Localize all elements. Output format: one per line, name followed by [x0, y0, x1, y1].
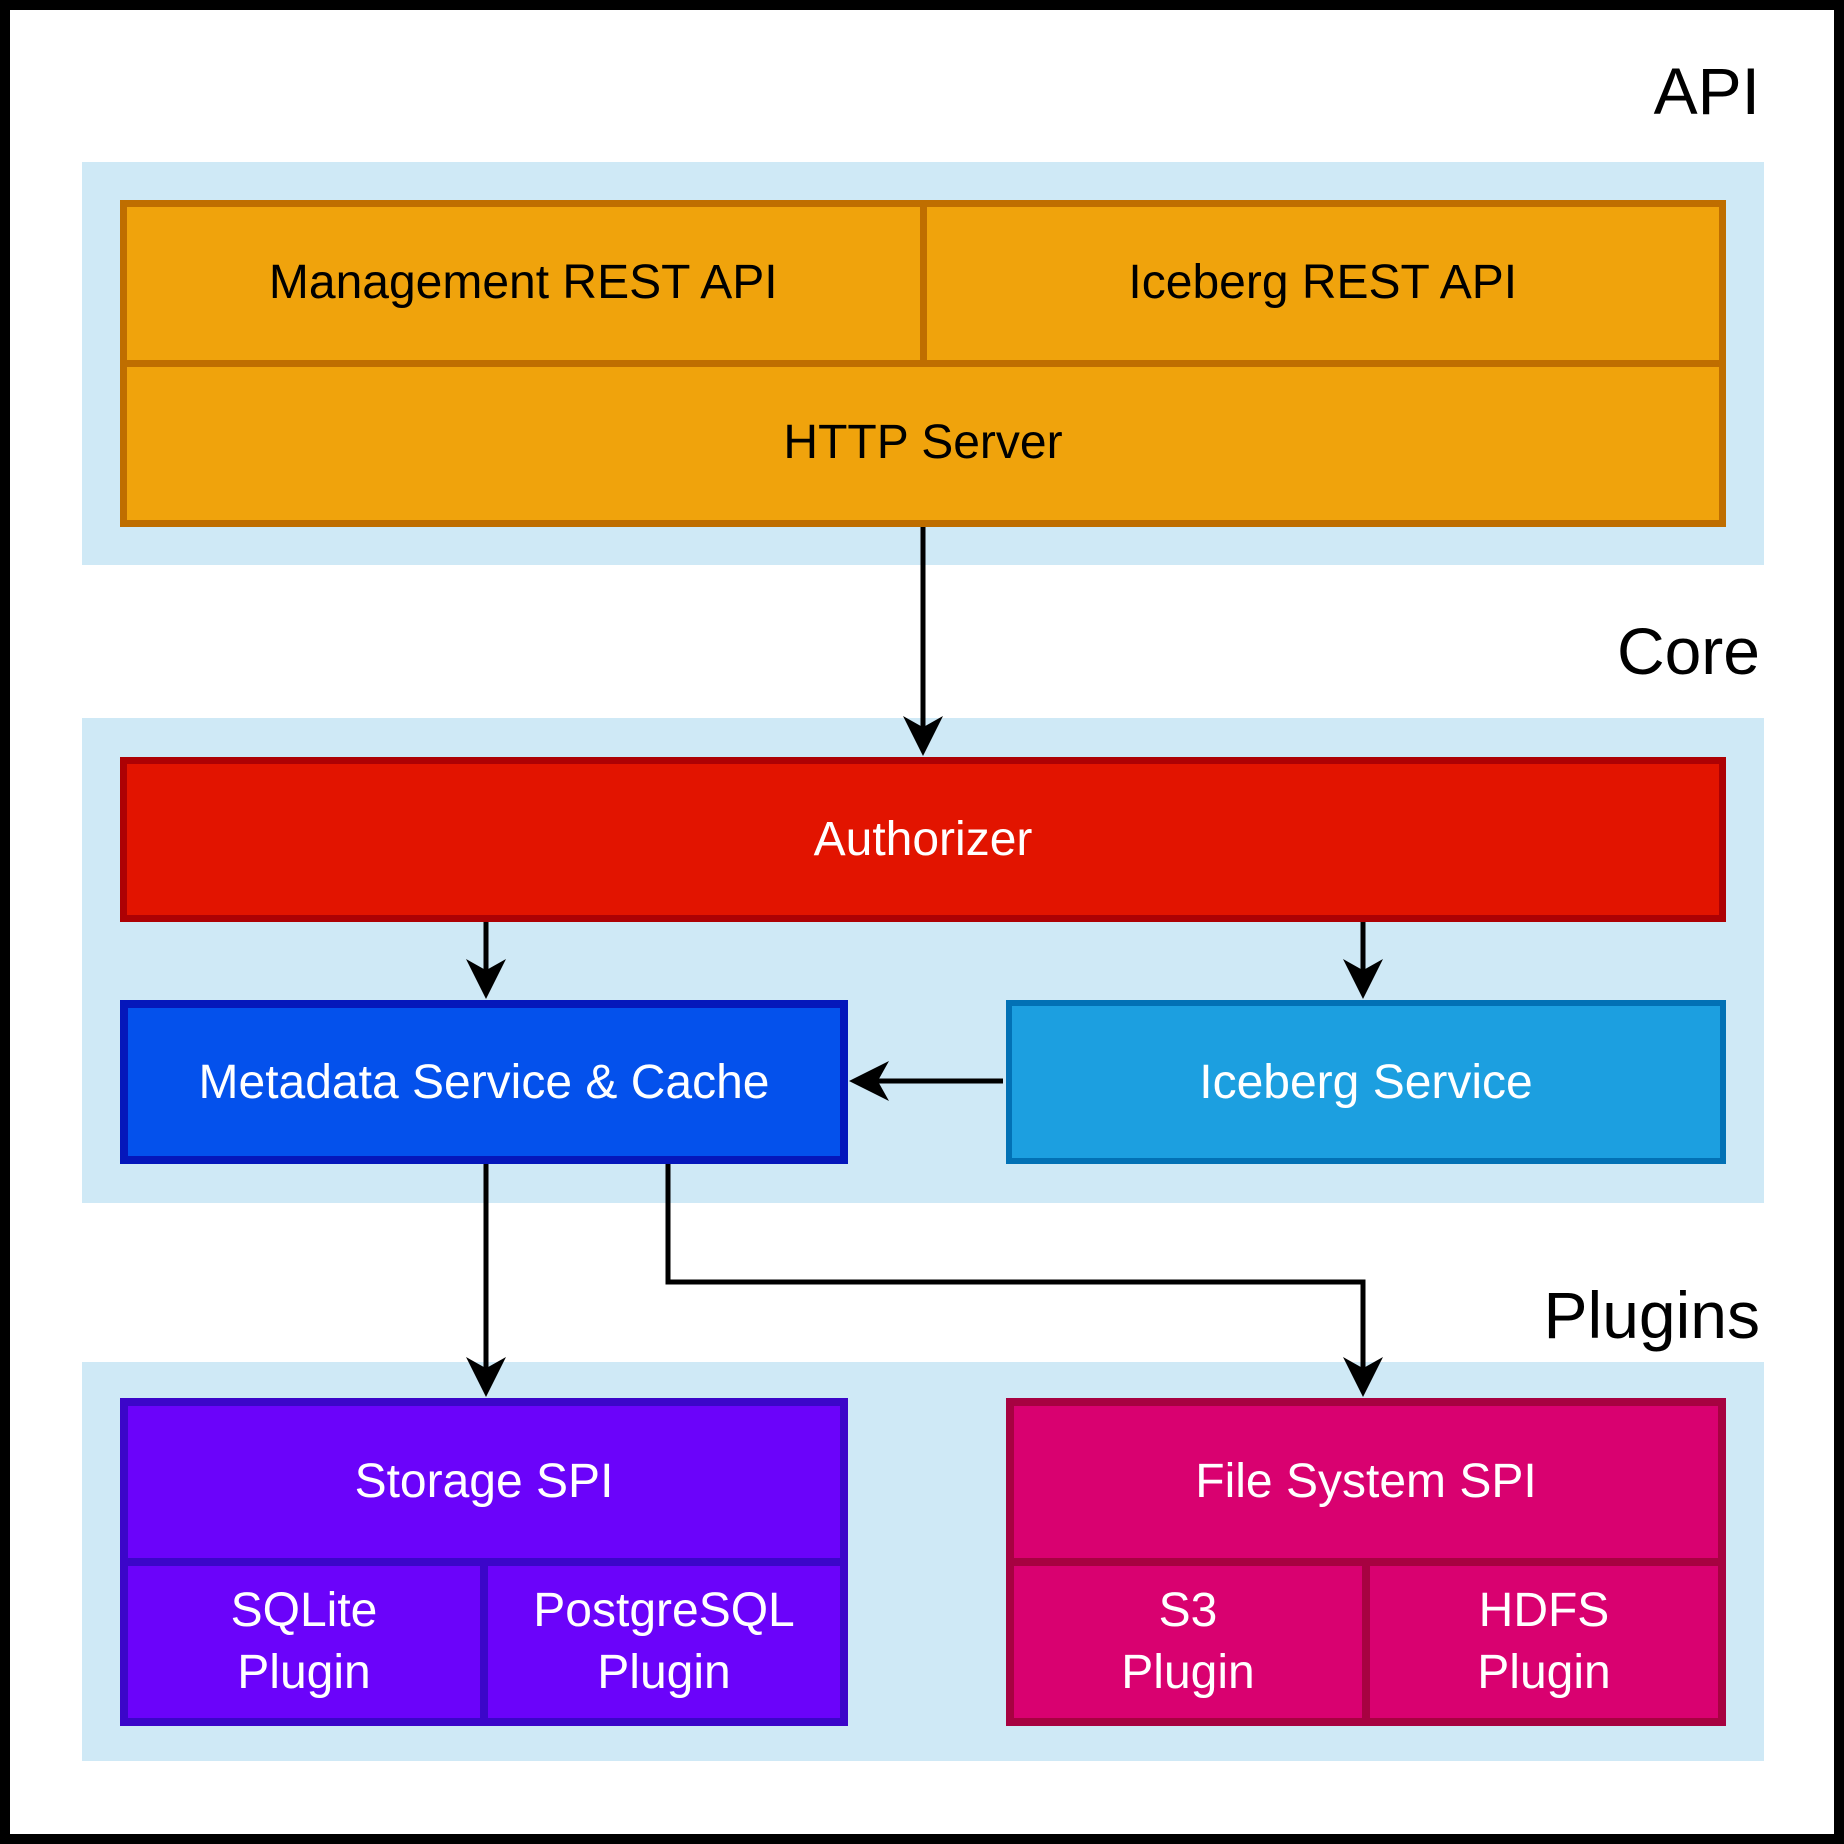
node-file-system-spi-label: File System SPI [1195, 1454, 1537, 1508]
node-sqlite-plugin: SQLite Plugin [128, 1566, 480, 1718]
node-iceberg-service: Iceberg Service [1006, 1000, 1726, 1164]
node-http-server-label: HTTP Server [783, 416, 1063, 470]
node-iceberg-rest-api: Iceberg REST API [926, 207, 1719, 360]
node-postgresql-plugin: PostgreSQL Plugin [488, 1566, 840, 1718]
node-iceberg-service-label: Iceberg Service [1199, 1055, 1533, 1109]
node-postgresql-plugin-label: PostgreSQL Plugin [533, 1580, 794, 1705]
node-metadata-service-cache-label: Metadata Service & Cache [198, 1055, 770, 1109]
core-section-label: Core [1616, 614, 1760, 688]
node-metadata-service-cache: Metadata Service & Cache [120, 1000, 848, 1164]
plugins-section-label: Plugins [1543, 1278, 1760, 1352]
node-storage-spi: Storage SPI [128, 1406, 840, 1558]
node-hdfs-plugin-label: HDFS Plugin [1477, 1580, 1610, 1705]
api-group: Management REST API Iceberg REST API HTT… [120, 200, 1726, 527]
node-s3-plugin: S3 Plugin [1014, 1566, 1362, 1718]
node-s3-plugin-label: S3 Plugin [1121, 1580, 1254, 1705]
storage-spi-group: Storage SPI SQLite Plugin PostgreSQL Plu… [120, 1398, 848, 1726]
hdfs-plugin-line1: HDFS [1478, 1583, 1610, 1637]
api-section-label: API [1653, 54, 1760, 128]
file-system-spi-group: File System SPI S3 Plugin HDFS Plugin [1006, 1398, 1726, 1726]
node-sqlite-plugin-label: SQLite Plugin [231, 1580, 378, 1705]
sqlite-plugin-line2: Plugin [237, 1646, 371, 1699]
node-management-rest-api: Management REST API [127, 207, 920, 360]
node-file-system-spi: File System SPI [1014, 1406, 1718, 1558]
node-authorizer: Authorizer [120, 757, 1726, 922]
sqlite-plugin-line1: SQLite [230, 1583, 378, 1637]
hdfs-plugin-line2: Plugin [1477, 1646, 1611, 1699]
postgresql-plugin-line2: Plugin [597, 1646, 731, 1699]
node-storage-spi-label: Storage SPI [354, 1454, 614, 1508]
node-hdfs-plugin: HDFS Plugin [1370, 1566, 1718, 1718]
node-management-rest-api-label: Management REST API [268, 256, 778, 310]
s3-plugin-line1: S3 [1158, 1583, 1218, 1637]
node-authorizer-label: Authorizer [813, 813, 1033, 866]
postgresql-plugin-line1: PostgreSQL [533, 1583, 795, 1637]
node-iceberg-rest-api-label: Iceberg REST API [1128, 256, 1518, 310]
node-http-server: HTTP Server [127, 367, 1719, 520]
s3-plugin-line2: Plugin [1121, 1646, 1255, 1699]
